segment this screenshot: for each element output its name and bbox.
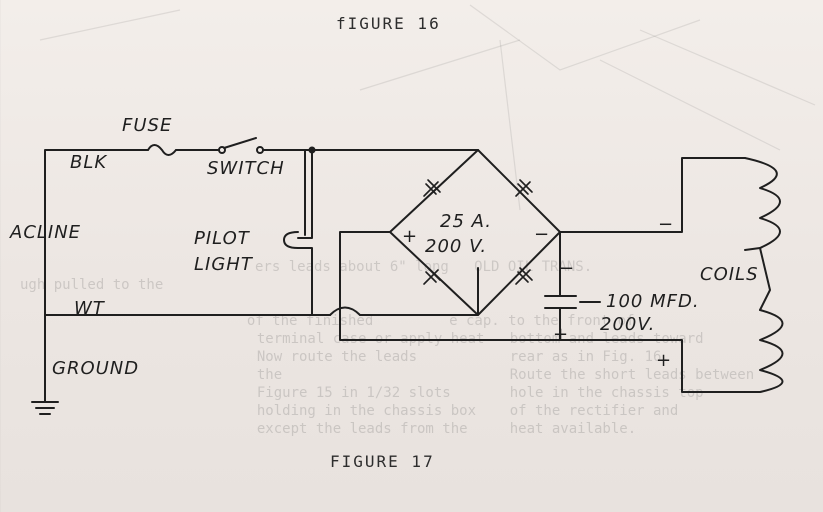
ac-line-label: ACLINE: [10, 222, 82, 243]
pilot-label: PILOT: [194, 228, 250, 249]
output-positive: [477, 339, 746, 393]
bridge-plus-label: +: [402, 226, 419, 247]
output-negative: [559, 157, 746, 233]
capacitor-value-label: 100 MFD.: [606, 291, 700, 312]
rectifier-current-label: 25 A.: [440, 211, 492, 232]
coil-link: [759, 247, 771, 311]
neutral-to-bridge: [359, 267, 479, 316]
hot-wire: [44, 149, 149, 155]
neutral-crossover: [329, 306, 361, 316]
coil-upper: [744, 157, 781, 251]
switch-contact-left: [218, 146, 226, 154]
bridge-rectifier: [389, 149, 561, 316]
coils-label: COILS: [700, 264, 759, 285]
rectifier-voltage-label: 200 V.: [425, 236, 488, 257]
diode-marks: [423, 179, 533, 285]
hot-wire-label: BLK: [70, 152, 108, 173]
coil-lower: [744, 309, 784, 393]
bridge-left-lead: [339, 231, 479, 341]
light-label: LIGHT: [194, 254, 253, 275]
pilot-wire-bottom: [297, 247, 313, 316]
figure-17-caption: FIGURE 17: [330, 452, 435, 471]
bridge-minus-label: −: [534, 224, 551, 245]
switch-lever: [223, 137, 257, 149]
ground-symbol: [31, 401, 59, 415]
neutral-wire-label: WT: [74, 298, 105, 319]
coil-plus-label: +: [656, 350, 673, 371]
fuse-label: FUSE: [122, 115, 173, 136]
pilot-lamp-symbol: [283, 231, 299, 249]
fuse-symbol: [147, 144, 177, 156]
switch-label: SWITCH: [207, 158, 285, 179]
capacitor-voltage-label: 200V.: [600, 314, 656, 335]
ground-label: GROUND: [52, 358, 140, 379]
output-minus-label: −: [658, 214, 675, 235]
pilot-wire-top: [297, 149, 313, 239]
capacitor-plus-label: +: [553, 324, 570, 345]
figure-16-caption: fIGURE 16: [336, 14, 441, 33]
capacitor-minus-label: −: [559, 258, 576, 279]
